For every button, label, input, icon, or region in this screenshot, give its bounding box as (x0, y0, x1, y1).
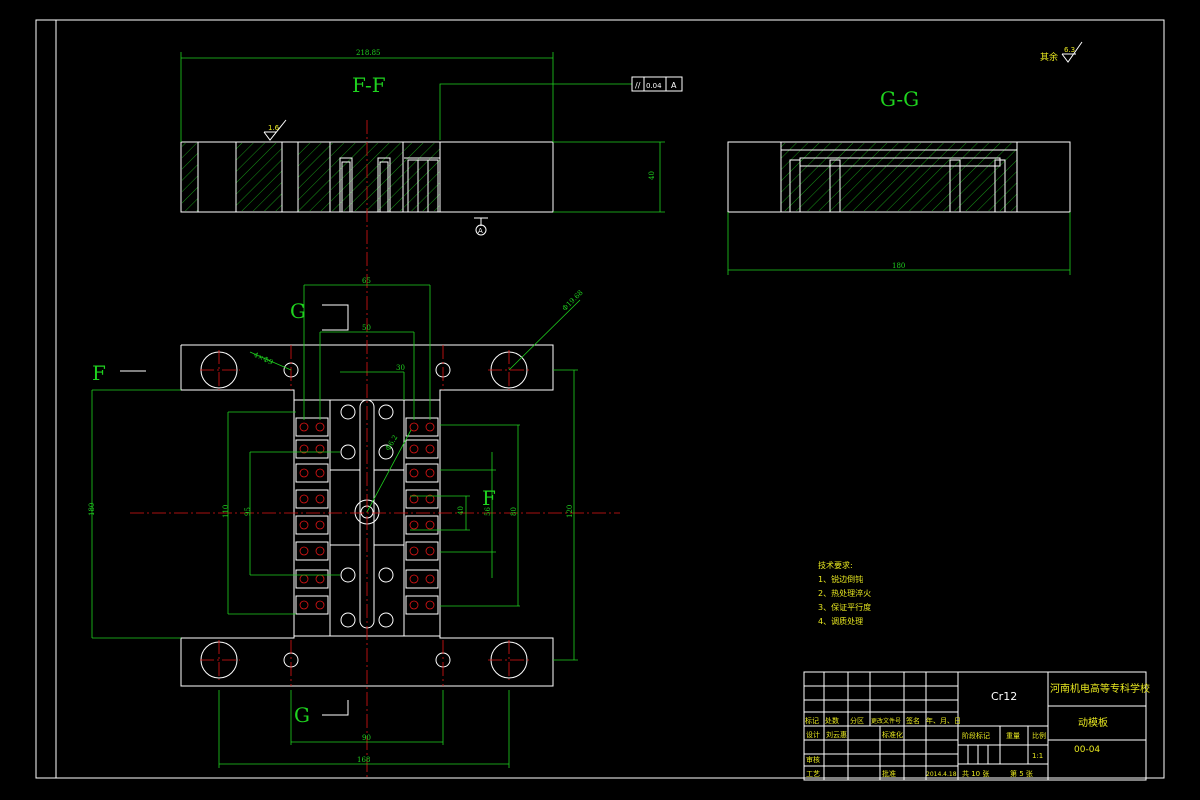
section-gg-title: G-G (880, 87, 919, 111)
svg-text:第 5 张: 第 5 张 (1010, 769, 1033, 778)
svg-text:重量: 重量 (1006, 732, 1020, 740)
svg-text:标记: 标记 (805, 716, 819, 725)
marker-g-top: G (290, 299, 306, 323)
svg-text:1.6: 1.6 (268, 124, 280, 132)
svg-text:4、调质处理: 4、调质处理 (818, 616, 863, 626)
svg-text:80: 80 (510, 507, 518, 516)
svg-text:Φ19.68: Φ19.68 (561, 289, 585, 313)
svg-text:年、月、日: 年、月、日 (926, 716, 961, 725)
svg-text:168: 168 (357, 756, 370, 764)
marker-f-left: F (92, 361, 106, 385)
svg-text:审核: 审核 (806, 755, 820, 764)
svg-text:分区: 分区 (850, 716, 864, 725)
material: Cr12 (991, 690, 1017, 703)
section-gg-view: G-G 180 (727, 87, 1071, 275)
svg-text:120: 120 (566, 505, 574, 518)
svg-text:95: 95 (244, 507, 252, 516)
svg-text:批准: 批准 (882, 769, 896, 778)
svg-text:Φ6.2: Φ6.2 (384, 434, 399, 453)
svg-text:共 10 张: 共 10 张 (962, 769, 989, 778)
svg-text:3、保证平行度: 3、保证平行度 (818, 602, 871, 612)
svg-text:A: A (671, 81, 677, 90)
inner-frame (55, 19, 1165, 779)
svg-text:1:1: 1:1 (1032, 752, 1043, 760)
marker-g-bottom: G (294, 703, 310, 727)
svg-text:比例: 比例 (1032, 731, 1046, 740)
svg-text:180: 180 (892, 262, 905, 270)
svg-text:签名: 签名 (906, 716, 920, 725)
drawing-no: 00-04 (1074, 745, 1100, 755)
red-hole-grid (295, 417, 439, 615)
svg-text:65: 65 (362, 277, 371, 285)
svg-text:其余: 其余 (1040, 51, 1058, 63)
svg-text:4×Φ9: 4×Φ9 (252, 351, 274, 367)
plan-view: 65 50 30 Φ6.2 Φ19.68 4×Φ9 180 110 95 40 (88, 120, 620, 780)
roughness-rest: 其余 6.3 (1040, 41, 1083, 63)
svg-text:30: 30 (396, 364, 405, 372)
marker-f-right: F (482, 486, 496, 510)
svg-text:处数: 处数 (825, 716, 839, 725)
svg-text:6.3: 6.3 (1064, 46, 1075, 54)
svg-text:90: 90 (362, 734, 371, 742)
svg-text:40: 40 (457, 506, 465, 515)
svg-text:2、热处理淬火: 2、热处理淬火 (818, 588, 871, 598)
svg-text:工艺: 工艺 (806, 770, 820, 778)
svg-text:180: 180 (88, 503, 96, 516)
svg-text:更改文件号: 更改文件号 (871, 717, 901, 725)
svg-text:218.85: 218.85 (356, 49, 381, 57)
svg-text:2014.4.18: 2014.4.18 (926, 771, 957, 778)
school: 河南机电高等专科学校 (1050, 682, 1150, 695)
svg-text:A: A (478, 227, 483, 235)
svg-text:技术要求:: 技术要求: (818, 560, 853, 570)
tech-requirements: 技术要求: 1、锐边倒钝 2、热处理淬火 3、保证平行度 4、调质处理 (818, 560, 871, 626)
part-name: 动模板 (1078, 716, 1108, 729)
section-ff-view: F-F 218.85 40 (180, 49, 683, 236)
outer-frame (35, 19, 1165, 779)
svg-text:110: 110 (222, 505, 230, 518)
svg-text:0.04: 0.04 (646, 82, 662, 90)
svg-text:刘云惠: 刘云惠 (826, 730, 847, 739)
svg-text:标准化: 标准化 (882, 730, 903, 739)
title-block: Cr12 河南机电高等专科学校 动模板 00-04 标记 处数 分区 更改文件号… (803, 671, 1150, 781)
svg-text:设计: 设计 (806, 730, 820, 739)
svg-text:1、锐边倒钝: 1、锐边倒钝 (818, 574, 863, 584)
svg-text:50: 50 (362, 324, 371, 332)
section-ff-title: F-F (352, 73, 386, 97)
svg-text://: // (635, 81, 641, 90)
svg-text:阶段标记: 阶段标记 (962, 731, 990, 740)
svg-text:40: 40 (648, 171, 656, 180)
svg-text:56: 56 (484, 507, 492, 516)
